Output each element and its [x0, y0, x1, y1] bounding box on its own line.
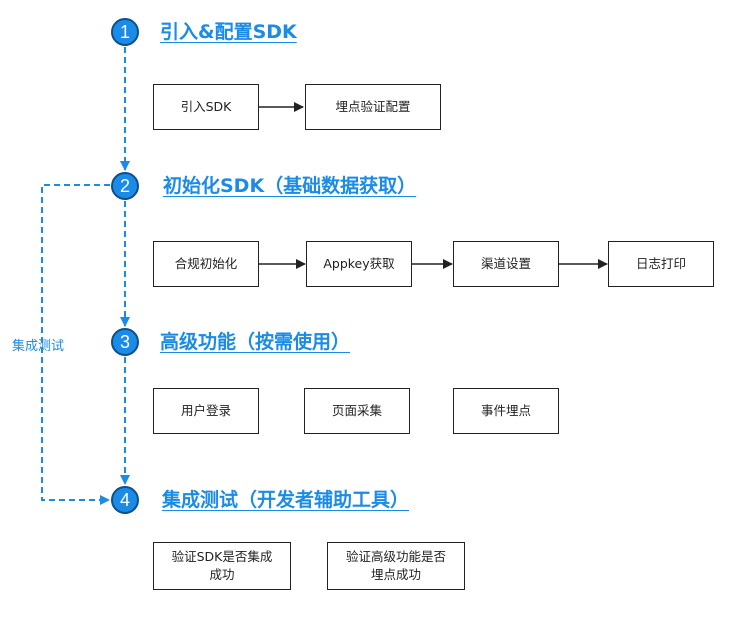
- step-2-box-log: 日志打印: [608, 241, 714, 287]
- step-2-box-appkey: Appkey获取: [306, 241, 412, 287]
- step-1-box-import-sdk: 引入SDK: [153, 84, 259, 130]
- step-2-badge: 2: [111, 172, 139, 200]
- step-3-title: 高级功能（按需使用）: [160, 331, 351, 353]
- step-4-box-verify-sdk: 验证SDK是否集成 成功: [153, 542, 291, 590]
- step-4-box-verify-advanced: 验证高级功能是否 埋点成功: [327, 542, 465, 590]
- loop-arrow: [41, 184, 110, 505]
- step-2-box-compliance-init: 合规初始化: [153, 241, 259, 287]
- step-4-badge: 4: [111, 486, 139, 514]
- loop-label: 集成测试: [12, 339, 65, 354]
- step-1-title: 引入&配置SDK: [160, 21, 297, 43]
- step-2-title: 初始化SDK（基础数据获取）: [163, 175, 417, 197]
- step-3-box-page-collect: 页面采集: [304, 388, 410, 434]
- step-3-badge: 3: [111, 328, 139, 356]
- step-1-badge: 1: [111, 18, 139, 46]
- step-1-box-tracking-config: 埋点验证配置: [305, 84, 441, 130]
- step-3-box-user-login: 用户登录: [153, 388, 259, 434]
- step-3-box-event-tracking: 事件埋点: [453, 388, 559, 434]
- step-4-title: 集成测试（开发者辅助工具）: [162, 489, 410, 511]
- step-2-box-channel: 渠道设置: [453, 241, 559, 287]
